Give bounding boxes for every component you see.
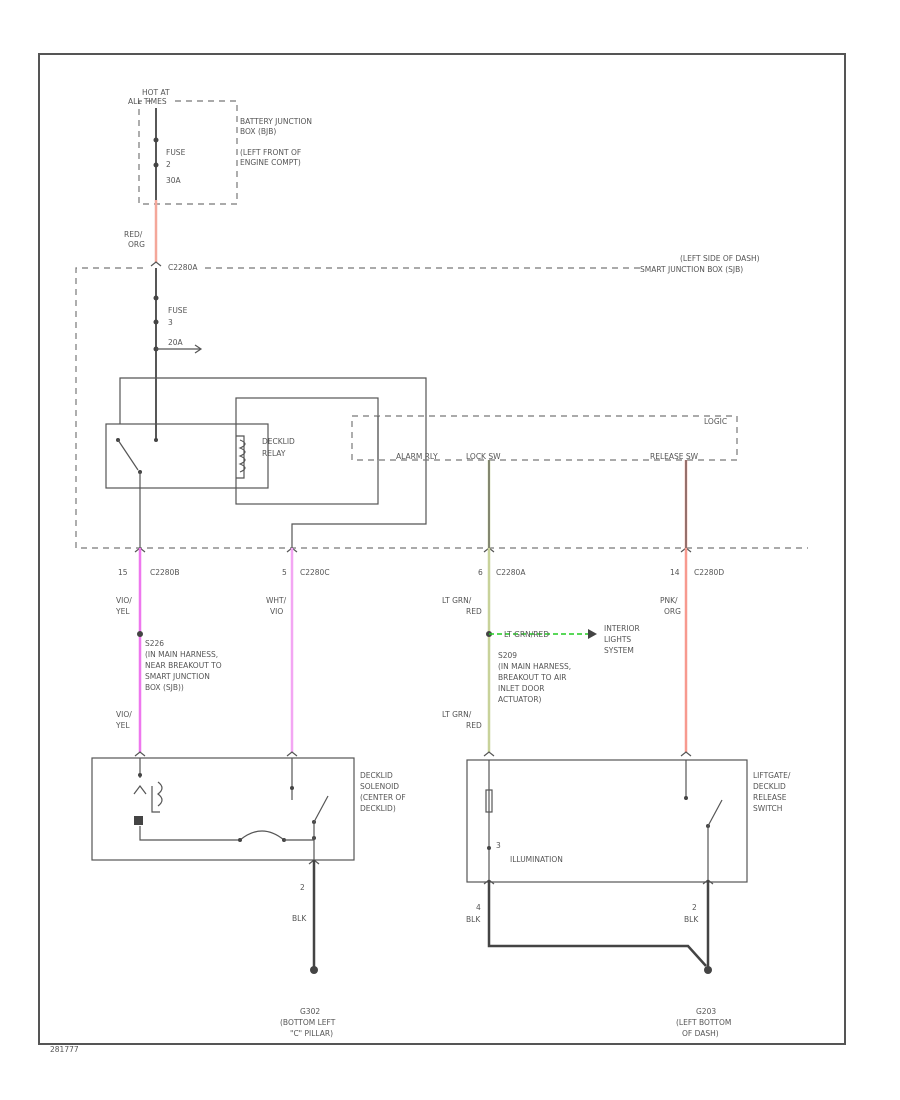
decklid-solenoid-label-4: DECKLID) — [360, 804, 396, 813]
splice-s226-label: S226 — [145, 639, 164, 648]
hot-at-label-2: ALL TIMES — [128, 97, 167, 106]
conn2-pin: 5 — [282, 568, 287, 577]
conn3-name: C2280A — [496, 568, 526, 577]
splice-s226-label-3: NEAR BREAKOUT TO — [145, 661, 222, 670]
ground-g302-icon — [310, 966, 318, 974]
liftgate-switch-label: LIFTGATE/ — [753, 771, 791, 780]
decklid-solenoid-label-3: (CENTER OF — [360, 793, 406, 802]
solenoid-pin: 2 — [300, 883, 305, 892]
decklid-solenoid: DECKLID SOLENOID (CENTER OF DECKLID) — [91, 751, 406, 861]
g2-pin: 2 — [692, 903, 697, 912]
wire-ltgrn-red-label-2: RED — [466, 607, 482, 616]
conn4-pin: 14 — [670, 568, 680, 577]
g2-wire: BLK — [684, 915, 699, 924]
splice-s226-label-4: SMART JUNCTION — [145, 672, 210, 681]
sjb-location: (LEFT SIDE OF DASH) — [680, 254, 760, 263]
wire-ltgrn-red-label: LT GRN/ — [442, 596, 472, 605]
g1-wire: BLK — [466, 915, 481, 924]
splice-s226 — [137, 631, 143, 637]
battery-junction-label-4: ENGINE COMPT) — [240, 158, 301, 167]
wire-blk-solenoid-label: BLK — [292, 914, 307, 923]
conn1-pin: 15 — [118, 568, 128, 577]
battery-junction-box: HOT AT ALL TIMES BATTERY JUNCTION BOX (B… — [128, 88, 312, 205]
splice-s226-label-2: (IN MAIN HARNESS, — [145, 650, 218, 659]
ground-g203-label-2: (LEFT BOTTOM — [676, 1018, 731, 1027]
conn1-name: C2280B — [150, 568, 179, 577]
ground-g302-label-3: "C" PILLAR) — [290, 1029, 333, 1038]
fuse2-rating: 20A — [168, 338, 184, 347]
wire-vio-yel-label-lower-2: YEL — [115, 721, 130, 730]
liftgate-switch-label-2: DECKLID — [753, 782, 786, 791]
liftgate-switch-label-4: SWITCH — [753, 804, 782, 813]
wire-red-org-label-2: ORG — [128, 240, 145, 249]
wire-vio-yel-label: VIO/ — [116, 596, 132, 605]
pin-lock-sw: LOCK SW — [466, 452, 501, 461]
logic-label: LOGIC — [704, 417, 727, 426]
ground-g203-label-3: OF DASH) — [682, 1029, 719, 1038]
decklid-solenoid-label-2: SOLENOID — [360, 782, 399, 791]
splice-s209-label-2: (IN MAIN HARNESS, — [498, 662, 571, 671]
fuse2-number: 3 — [168, 318, 173, 327]
decklid-relay-label-2: RELAY — [262, 449, 286, 458]
ground-g302-label-2: (BOTTOM LEFT — [280, 1018, 336, 1027]
wire-blk-illumination — [487, 880, 707, 967]
wire-wht-vio-label-2: VIO — [270, 607, 283, 616]
liftgate-switch: 3 ILLUMINATION LIFTGATE/ DECKLID RELEASE… — [466, 751, 791, 883]
liftgate-switch-label-3: RELEASE — [753, 793, 787, 802]
splice-s209-label-5: ACTUATOR) — [498, 695, 542, 704]
connector-row: 15 C2280B 5 C2280C 6 C2280A 14 C2280D — [118, 547, 724, 577]
ground-g203-label: G203 — [696, 1007, 716, 1016]
pin-release-sw: RELEASE SW — [650, 452, 699, 461]
battery-junction-label-2: BOX (BJB) — [240, 127, 276, 136]
wire-red-org-label: RED/ — [124, 230, 143, 239]
conn4-name: C2280D — [694, 568, 724, 577]
decklid-relay-label: DECKLID — [262, 437, 295, 446]
splice-s209-label: S209 — [498, 651, 517, 660]
fuse2-label: FUSE — [168, 306, 188, 315]
wire-pnk-org-label: PNK/ — [660, 596, 678, 605]
wire-ltgrn-red-label-lower-2: RED — [466, 721, 482, 730]
figure-code: 281777 — [50, 1045, 79, 1054]
interior-lights-label: INTERIOR — [604, 624, 640, 633]
splice-s226-label-5: BOX (SJB)) — [145, 683, 184, 692]
wire-ltgrn-red-label-lower: LT GRN/ — [442, 710, 472, 719]
g1-pin: 4 — [476, 903, 481, 912]
ground-g302-label: G302 — [300, 1007, 320, 1016]
wire-lt-grn-red-inline: LT GRN/RED — [504, 630, 549, 639]
conn3-pin: 6 — [478, 568, 483, 577]
fuse1-rating: 30A — [166, 176, 182, 185]
wire-wht-vio-label: WHT/ — [266, 596, 287, 605]
illumination-label: ILLUMINATION — [510, 855, 563, 864]
wire-vio-yel-label-lower: VIO/ — [116, 710, 132, 719]
sjb-name: SMART JUNCTION BOX (SJB) — [640, 265, 743, 274]
wire-vio-yel-label-2: YEL — [115, 607, 130, 616]
splice-s209-label-3: BREAKOUT TO AIR — [498, 673, 567, 682]
ground-g203-icon — [704, 966, 712, 974]
pin-alarm-rly: ALARM RLY — [396, 452, 438, 461]
conn-c2280a-top: C2280A — [168, 263, 198, 272]
splice-s209-label-4: INLET DOOR — [498, 684, 545, 693]
interior-lights-label-2: LIGHTS — [604, 635, 631, 644]
battery-junction-label-3: (LEFT FRONT OF — [240, 148, 301, 157]
diagram-frame — [38, 53, 846, 1045]
fuse1-label: FUSE — [166, 148, 186, 157]
fuse1-number: 2 — [166, 160, 171, 169]
conn2-name: C2280C — [300, 568, 330, 577]
battery-junction-label: BATTERY JUNCTION — [240, 117, 312, 126]
interior-lights-label-3: SYSTEM — [604, 646, 634, 655]
hot-at-label: HOT AT — [142, 88, 170, 97]
smart-junction-box: (LEFT SIDE OF DASH) SMART JUNCTION BOX (… — [75, 254, 808, 549]
wire-pnk-org-label-2: ORG — [664, 607, 681, 616]
illumination-pin: 3 — [496, 841, 501, 850]
decklid-solenoid-label: DECKLID — [360, 771, 393, 780]
